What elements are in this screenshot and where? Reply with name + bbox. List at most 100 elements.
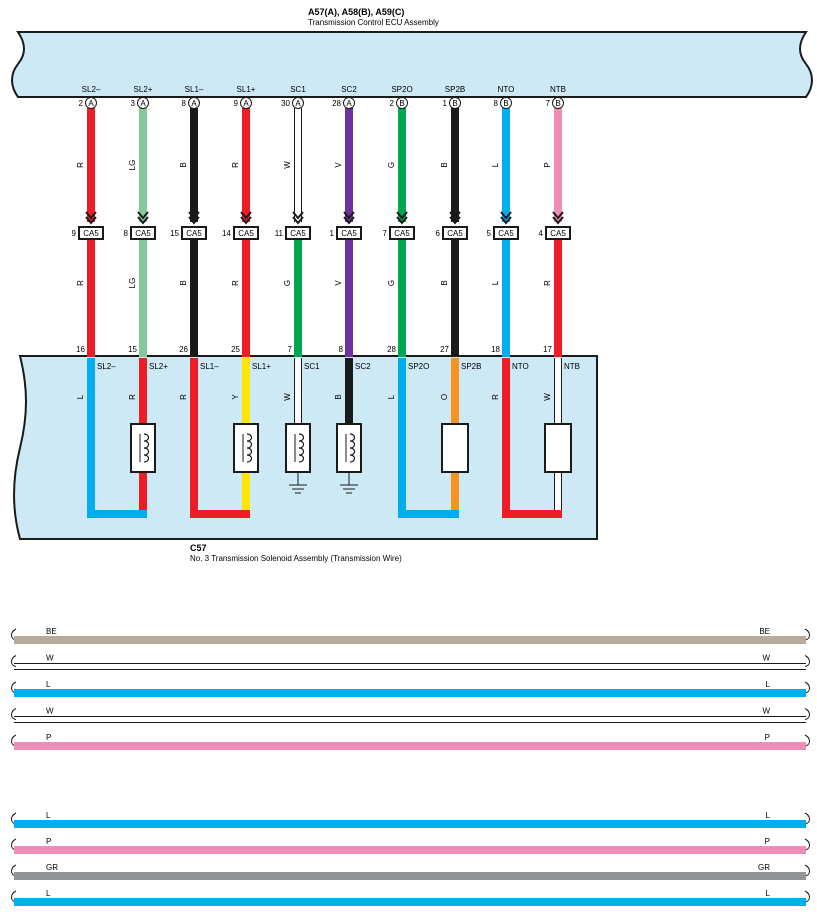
connector-arrow-icon [449, 216, 461, 225]
lower-wire-color: B [179, 280, 188, 285]
cable-end-right [804, 655, 810, 667]
connector-arrow-icon [85, 211, 97, 220]
upper-wire-color: W [283, 161, 292, 169]
cable-label-right: L [766, 680, 771, 689]
ecu-connector-letter: A [88, 99, 94, 108]
ecu-signal-label: NTB [550, 85, 566, 94]
sensor-sp2 [441, 423, 469, 473]
upper-wire-color: LG [128, 160, 137, 171]
wire-labels: CA59SL2–A2RR16SL2–LCA58SL2+A3LGLG15SL2+R… [72, 85, 580, 401]
ecu-signal-label: NTO [498, 85, 515, 94]
ecu-connector-letter: A [140, 99, 146, 108]
upper-wire-color: B [440, 162, 449, 167]
cable-end-right [804, 812, 810, 825]
ecu-connector-badge [240, 97, 252, 109]
ecu-signal-label: SL2– [82, 85, 101, 94]
ecu-signal-label: SC2 [341, 85, 357, 94]
cable-label-left: W [46, 707, 54, 716]
lower-wire-color: L [491, 280, 500, 285]
ecu-box [11, 31, 813, 98]
connector-arrow-icon [85, 216, 97, 225]
cable-end-right [804, 838, 810, 851]
upper-wire-color: P [543, 162, 552, 167]
ecu-connector-letter: B [555, 99, 560, 108]
ecu-signal-label: SL2+ [134, 85, 153, 94]
ca5-pin-number: 7 [383, 229, 388, 238]
solenoid-coil-1 [233, 423, 259, 473]
cable-end-right [804, 890, 810, 903]
ecu-connector-badge [188, 97, 200, 109]
ca5-connector [181, 226, 207, 240]
ca5-connector-label: CA5 [447, 229, 463, 238]
internal-wire-color: Y [231, 394, 240, 400]
lower-wire-color: R [543, 280, 552, 286]
ca5-pin-number: 1 [330, 229, 335, 238]
connector-arrow-icon [552, 216, 564, 225]
connector-arrow-icon [396, 216, 408, 225]
ecu-pin-number: 8 [182, 99, 187, 108]
ca5-connector [285, 226, 311, 240]
solenoid-pin-number: 17 [543, 345, 552, 354]
cable-end-left [11, 708, 17, 720]
ecu-signal-label: SC1 [290, 85, 306, 94]
internal-wire-color: B [334, 394, 343, 399]
lower-wire-color: V [334, 280, 343, 286]
connector-arrow-icon [292, 216, 304, 225]
ca5-pin-number: 5 [487, 229, 492, 238]
connector-arrow-icon [449, 211, 461, 220]
cable-label-left: L [46, 680, 51, 689]
cable-label-left: L [46, 811, 51, 820]
ecu-connector-letter: A [346, 99, 352, 108]
lower-wire-color: G [387, 280, 396, 286]
upper-wire-color: B [179, 162, 188, 167]
ecu-pin-number: 7 [546, 99, 551, 108]
upper-wire-color: L [491, 162, 500, 167]
internal-wire-color: L [76, 394, 85, 399]
ca5-connector-label: CA5 [83, 229, 99, 238]
connector-arrow-icon [188, 211, 200, 220]
ca5-connector-label: CA5 [341, 229, 357, 238]
solenoid-coil-3 [336, 423, 362, 473]
lower-wire-color: LG [128, 278, 137, 289]
cable-label-right: BE [759, 627, 770, 636]
solenoid-pin-number: 27 [440, 345, 449, 354]
ecu-name: Transmission Control ECU Assembly [308, 18, 439, 27]
cable-label-left: P [46, 733, 51, 742]
coil-winding-icon [246, 433, 253, 463]
ecu-connector-badge [449, 97, 461, 109]
cable-label-right: W [762, 707, 770, 716]
harness-wires [78, 108, 571, 357]
ecu-pin-number: 2 [390, 99, 395, 108]
ca5-connector-label: CA5 [135, 229, 151, 238]
ecu-connector-letter: A [295, 99, 301, 108]
connector-arrow-icon [137, 211, 149, 220]
ecu-signal-label: SL1– [185, 85, 204, 94]
cable-end-right [804, 864, 810, 877]
lower-wire-color: B [440, 280, 449, 285]
ecu-connector-letter: A [243, 99, 249, 108]
cable-label-left: L [46, 889, 51, 898]
solenoid-signal-label: NTO [512, 362, 529, 371]
cable-label-right: P [765, 733, 770, 742]
ecu-connector-badge [137, 97, 149, 109]
upper-wire-color: V [334, 162, 343, 168]
solenoid-pin-number: 28 [387, 345, 396, 354]
solenoid-pin-number: 26 [179, 345, 188, 354]
solenoid-signal-label: NTB [564, 362, 580, 371]
ecu-pin-number: 28 [332, 99, 341, 108]
ecu-signal-label: SP2B [445, 85, 465, 94]
ecu-pin-number: 9 [234, 99, 239, 108]
solenoid-pin-number: 7 [288, 345, 293, 354]
solenoid-signal-label: SL2+ [149, 362, 168, 371]
connector-arrow-icon [343, 216, 355, 225]
ecu-connector-badge [552, 97, 564, 109]
internal-wire-color: W [543, 393, 552, 401]
solenoid-pin-number: 8 [339, 345, 344, 354]
cable-end-right [804, 708, 810, 720]
ca5-connector [336, 226, 362, 240]
upper-wire-color: G [387, 162, 396, 168]
solenoid-signal-label: SL1– [200, 362, 219, 371]
ca5-pin-number: 11 [275, 229, 284, 238]
solenoid-coil-0 [130, 423, 156, 473]
